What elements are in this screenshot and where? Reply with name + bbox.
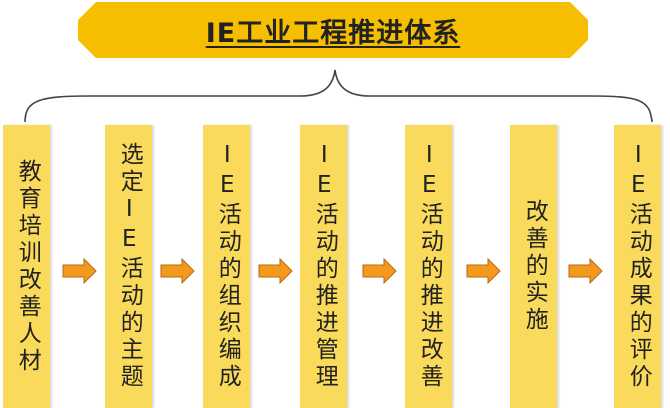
step-label: 教育培训改善人材: [14, 158, 41, 375]
right-arrow-icon: [258, 257, 294, 288]
right-arrow-icon: [568, 257, 604, 288]
right-arrow-icon: [362, 257, 398, 288]
step-label: IE活动的推进改善: [416, 142, 443, 391]
step-label: 改善的实施: [521, 199, 548, 334]
right-arrow-icon: [466, 257, 502, 288]
step-3: IE活动的组织编成: [203, 125, 250, 408]
step-label: IE活动的组织编成: [214, 142, 241, 391]
right-arrow-icon: [160, 257, 196, 288]
step-label: 选定IE活动的主题: [116, 142, 143, 391]
step-6: 改善的实施: [510, 125, 557, 408]
step-4: IE活动的推进管理: [300, 125, 347, 408]
right-arrow-icon: [62, 257, 98, 288]
step-7: IE活动成果的评价: [614, 125, 661, 408]
title-banner: IE工业工程推进体系: [78, 2, 588, 58]
step-5: IE活动的推进改善: [405, 125, 452, 408]
diagram-title: IE工业工程推进体系: [205, 17, 461, 49]
step-1: 教育培训改善人材: [3, 125, 50, 408]
step-2: 选定IE活动的主题: [105, 125, 152, 408]
step-label: IE活动成果的评价: [625, 142, 652, 391]
step-label: IE活动的推进管理: [311, 142, 338, 391]
brace-connector: [24, 69, 653, 123]
